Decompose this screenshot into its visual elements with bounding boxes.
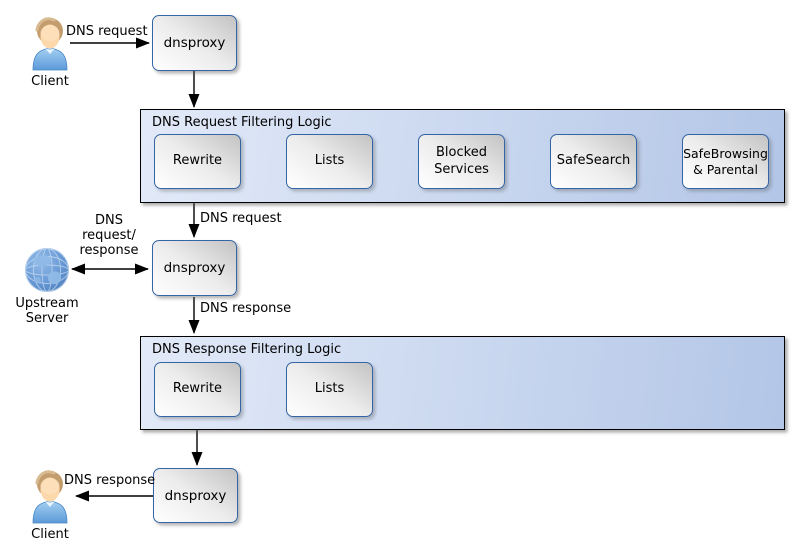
dnsproxy-mid-node: dnsproxy bbox=[152, 240, 237, 296]
edge-label-client-response: DNS response bbox=[64, 473, 156, 488]
dnsproxy-mid-label: dnsproxy bbox=[163, 260, 226, 276]
dnsproxy-bottom-label: dnsproxy bbox=[164, 487, 227, 504]
dnsproxy-top-label: dnsproxy bbox=[163, 35, 226, 51]
edge-label-client-request: DNS request bbox=[66, 24, 148, 39]
request-filtering-container: DNS Request Filtering Logic Rewrite List… bbox=[140, 109, 785, 203]
person-icon bbox=[32, 470, 68, 524]
globe-icon bbox=[25, 248, 69, 292]
edge-label-filter-response: DNS response bbox=[200, 301, 292, 316]
step-blocked-services: Blocked Services bbox=[418, 134, 505, 189]
response-filtering-container: DNS Response Filtering Logic Rewrite Lis… bbox=[140, 336, 785, 430]
step-rewrite-request: Rewrite bbox=[154, 134, 241, 189]
response-filtering-title: DNS Response Filtering Logic bbox=[152, 342, 342, 357]
client-top: Client bbox=[28, 17, 72, 89]
dnsproxy-bottom-node: dnsproxy bbox=[153, 468, 238, 523]
dnsproxy-top-node: dnsproxy bbox=[152, 15, 237, 71]
step-rewrite-response: Rewrite bbox=[154, 362, 241, 417]
upstream-server: Upstream Server bbox=[15, 247, 79, 326]
client-bottom-label: Client bbox=[31, 527, 69, 542]
step-lists-response: Lists bbox=[286, 362, 373, 417]
request-filtering-title: DNS Request Filtering Logic bbox=[152, 115, 332, 130]
step-safebrowsing-parental: SafeBrowsing & Parental bbox=[682, 134, 769, 189]
upstream-server-label: Upstream Server bbox=[15, 296, 79, 326]
edge-label-filter-request: DNS request bbox=[200, 211, 282, 226]
step-lists-request: Lists bbox=[286, 134, 373, 189]
client-bottom: Client bbox=[28, 470, 72, 542]
client-top-label: Client bbox=[31, 74, 69, 89]
edge-label-upstream: DNS request/ response bbox=[79, 213, 139, 258]
person-icon bbox=[32, 17, 68, 71]
step-safesearch: SafeSearch bbox=[550, 134, 637, 189]
